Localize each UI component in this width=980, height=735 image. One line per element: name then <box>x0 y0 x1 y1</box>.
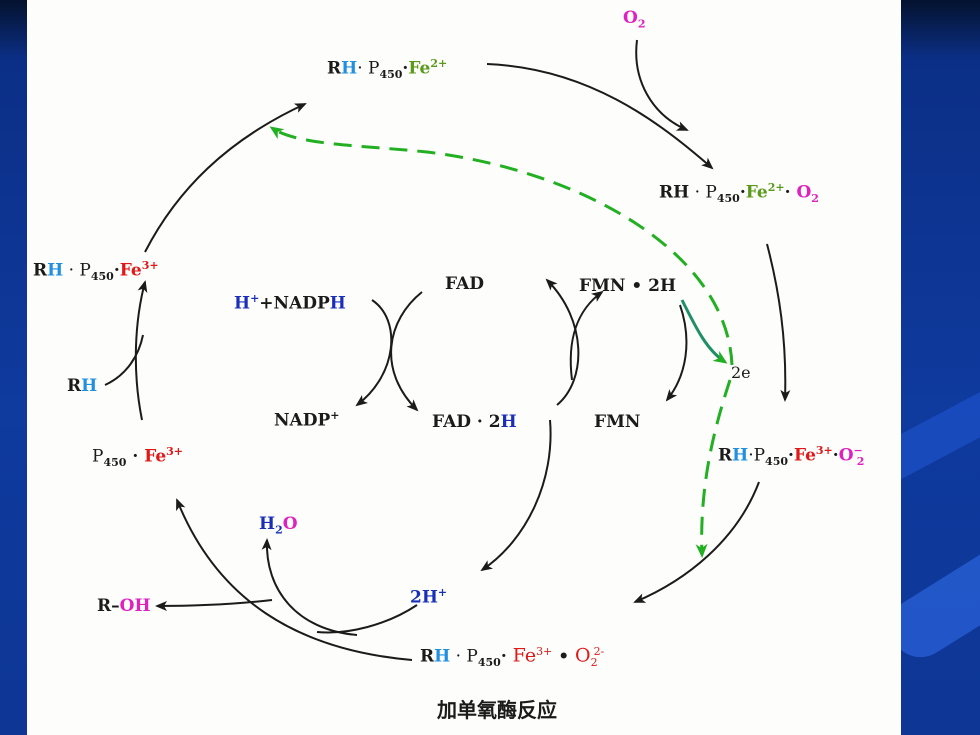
arrow-fad2h-to-2h <box>480 419 552 572</box>
p450-fe3-label: P450 · Fe3+ <box>92 445 184 470</box>
rh-p450-fe3-peroxo-label: RH · P450· Fe3+ • O22- <box>420 644 605 670</box>
arrow-p450-to-rhfe3 <box>134 280 148 421</box>
diagram-caption: 加单氧酶反应 <box>437 698 557 722</box>
arrow-o2complex-to-superoxide <box>766 243 791 402</box>
fmn-label: FMN <box>594 412 641 432</box>
arrow-o2-in <box>635 39 689 131</box>
arrow-fmn-to-fmn2h <box>569 290 604 381</box>
nadp-label: NADP+ <box>274 409 340 431</box>
arrow-fmn2h-to-fmn <box>665 304 688 402</box>
fad-2h-label: FAD · 2H <box>432 412 517 432</box>
o2-label: O2 <box>623 8 646 31</box>
h2o-label: H2O <box>259 514 298 537</box>
rh-p450-fe3-label: RH · P450·Fe3+ <box>33 259 159 284</box>
arrow-fad-to-fad2h <box>390 291 423 412</box>
h-nadph-label: H++NADPH <box>234 292 346 314</box>
rh-p450-fe2-label: RH· P450·Fe2+ <box>327 57 448 82</box>
arrow-rh-in <box>104 334 144 386</box>
arrow-2h-in <box>316 604 418 634</box>
arrow-fe2-to-o2complex <box>486 63 714 170</box>
electron-flow-to-fe3 <box>269 126 734 366</box>
rh-substrate-label: RH <box>67 376 98 396</box>
arrow-roh-out <box>155 599 273 611</box>
fmn-2h-label: FMN • 2H <box>579 276 677 296</box>
arrow-superoxide-to-peroxo <box>633 481 760 603</box>
arrow-peroxo-to-p450 <box>176 498 413 661</box>
rh-p450-fe3-superoxide-label: RH·P450·Fe3+·O−2 <box>718 444 865 469</box>
arrow-fad2h-to-fad <box>545 278 580 406</box>
arrow-fmn2h-to-2e <box>680 299 728 364</box>
diagram-panel: O2 RH· P450·Fe2+ RH · P450·Fe2+· O2 RH ·… <box>27 0 901 735</box>
two-electrons-label: 2e <box>731 363 751 382</box>
rh-p450-fe2-o2-label: RH · P450·Fe2+· O2 <box>659 181 819 206</box>
arrow-nadph-to-nadp <box>355 299 393 407</box>
arrow-fe3-to-fe2 <box>144 103 307 253</box>
fad-label: FAD <box>445 274 485 294</box>
p450-cycle-diagram <box>104 39 791 661</box>
roh-product-label: R–OH <box>97 596 151 616</box>
two-h-plus-label: 2H+ <box>410 586 448 608</box>
electron-flow-to-superoxide <box>695 379 732 558</box>
arrow-h2o-out <box>261 538 358 636</box>
